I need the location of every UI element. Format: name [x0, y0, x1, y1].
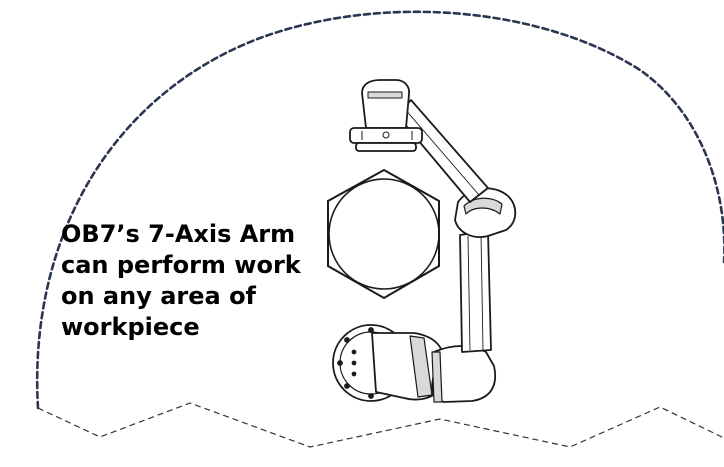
tool-flange [349, 127, 423, 152]
lower-link [459, 230, 492, 353]
caption-line-1: OB7’s 7-Axis Arm [61, 220, 296, 248]
caption-line-2: can perform work [61, 251, 301, 279]
robot-arm-ob7 [332, 79, 517, 403]
caption-text: OB7’s 7-Axis Arm can perform work on any… [61, 219, 331, 343]
caption-line-3: on any area of [61, 282, 256, 310]
ground-outline [37, 402, 724, 448]
hexagon-workpiece [327, 168, 440, 300]
reach-envelope-boundary [35, 10, 724, 410]
caption-line-4: workpiece [61, 313, 200, 341]
wrist-joint [361, 79, 410, 129]
